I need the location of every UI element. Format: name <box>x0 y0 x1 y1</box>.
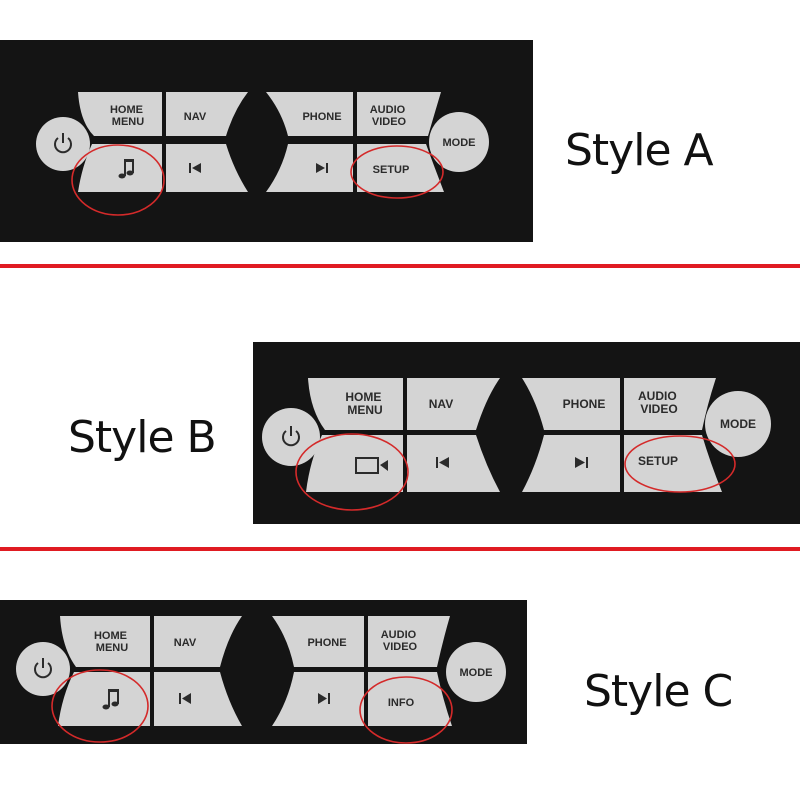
phone-label: PHONE <box>307 637 346 649</box>
phone-button[interactable]: PHONE <box>522 378 620 430</box>
nav-label: NAV <box>429 397 453 411</box>
skip-next-icon <box>316 163 328 173</box>
audio-video-label: AUDIO VIDEO <box>638 389 680 416</box>
style-label-b: Style B <box>68 412 217 463</box>
home-menu-button[interactable]: HOME MENU <box>308 378 403 430</box>
setup-button[interactable]: SETUP <box>357 144 444 192</box>
music-button[interactable] <box>78 144 162 192</box>
highlight-circle-right <box>350 145 444 199</box>
nav-button[interactable]: NAV <box>154 616 242 667</box>
info-label: INFO <box>388 697 415 709</box>
nav-label: NAV <box>184 111 207 123</box>
info-button[interactable]: INFO <box>368 672 452 726</box>
previous-track-button[interactable] <box>154 672 242 726</box>
setup-label: SETUP <box>638 454 678 468</box>
style-label-c: Style C <box>584 666 733 717</box>
next-track-button[interactable] <box>522 435 620 492</box>
highlight-circle-right <box>624 435 736 493</box>
control-panel-b: HOME MENU NAV PHONE AUDIO VIDEO <box>262 378 771 511</box>
home-menu-label: HOME MENU <box>345 390 384 417</box>
phone-button[interactable]: PHONE <box>272 616 364 667</box>
phone-label: PHONE <box>563 397 606 411</box>
skip-next-icon <box>318 693 330 704</box>
mode-label: MODE <box>720 417 756 431</box>
nav-button[interactable]: NAV <box>407 378 500 430</box>
panel-style-c: HOME MENU NAV PHONE AUDIO VIDEO <box>0 600 527 744</box>
mode-button[interactable]: MODE <box>429 112 489 172</box>
camera-icon <box>355 457 388 474</box>
audio-video-button[interactable]: AUDIO VIDEO <box>624 378 716 430</box>
power-button[interactable] <box>262 408 320 466</box>
next-track-button[interactable] <box>266 144 353 192</box>
style-label-a: Style A <box>565 125 714 176</box>
music-button[interactable] <box>58 672 150 726</box>
setup-label: SETUP <box>373 164 410 176</box>
highlight-circle-left <box>51 669 149 743</box>
phone-button[interactable]: PHONE <box>266 92 353 136</box>
mode-button[interactable]: MODE <box>446 642 506 702</box>
home-menu-button[interactable]: HOME MENU <box>78 92 162 136</box>
divider-bottom <box>0 547 800 551</box>
mode-label: MODE <box>443 137 476 149</box>
music-note-icon <box>118 159 134 179</box>
nav-button[interactable]: NAV <box>166 92 248 136</box>
audio-video-label: AUDIO VIDEO <box>370 104 409 128</box>
power-button[interactable] <box>36 117 90 171</box>
audio-video-label: AUDIO VIDEO <box>381 629 420 653</box>
setup-button[interactable]: SETUP <box>624 435 722 492</box>
control-panel-a: HOME MENU NAV PHONE AUDIO VIDEO <box>36 92 489 216</box>
panel-style-a: HOME MENU NAV PHONE AUDIO VIDEO <box>0 40 533 242</box>
nav-label: NAV <box>174 637 197 649</box>
highlight-circle-left <box>295 433 409 511</box>
skip-previous-icon <box>436 457 449 468</box>
power-icon <box>34 658 52 679</box>
divider-top <box>0 264 800 268</box>
skip-previous-icon <box>189 163 201 173</box>
home-menu-label: HOME MENU <box>94 630 130 654</box>
mode-button[interactable]: MODE <box>705 391 771 457</box>
home-menu-label: HOME MENU <box>110 104 146 128</box>
mode-label: MODE <box>460 667 493 679</box>
audio-video-button[interactable]: AUDIO VIDEO <box>368 616 450 667</box>
camera-button[interactable] <box>306 435 403 492</box>
power-icon <box>54 133 72 154</box>
phone-label: PHONE <box>302 111 341 123</box>
previous-track-button[interactable] <box>166 144 248 192</box>
control-panel-c: HOME MENU NAV PHONE AUDIO VIDEO <box>16 616 506 744</box>
power-icon <box>282 426 300 447</box>
skip-previous-icon <box>179 693 191 704</box>
skip-next-icon <box>575 457 588 468</box>
highlight-circle-left <box>71 144 165 216</box>
music-note-icon <box>102 689 119 710</box>
home-menu-button[interactable]: HOME MENU <box>60 616 150 667</box>
highlight-circle-right <box>359 676 453 744</box>
audio-video-button[interactable]: AUDIO VIDEO <box>357 92 441 136</box>
power-button[interactable] <box>16 642 70 696</box>
panel-style-b: HOME MENU NAV PHONE AUDIO VIDEO <box>253 342 800 524</box>
next-track-button[interactable] <box>272 672 364 726</box>
previous-track-button[interactable] <box>407 435 500 492</box>
